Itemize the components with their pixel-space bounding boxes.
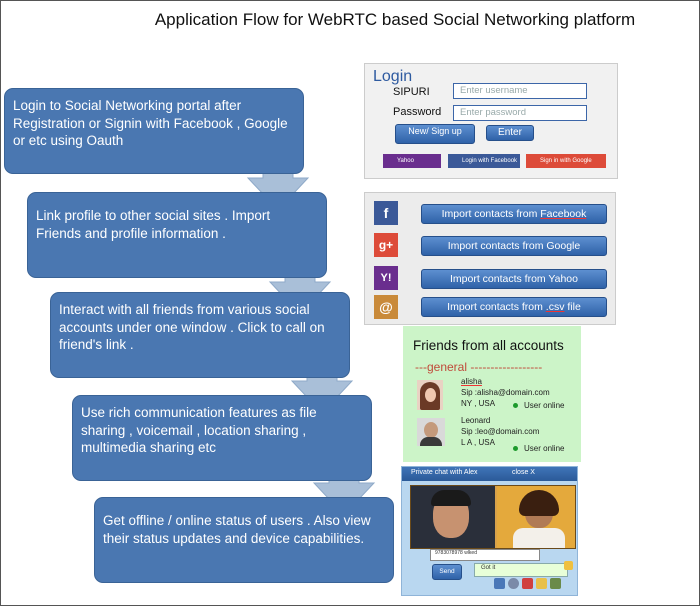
friend-sip: Sip :alisha@domain.com xyxy=(461,388,550,397)
friend-avatar-alisha[interactable] xyxy=(417,380,443,410)
friends-group-label: ---general ------------------ xyxy=(415,360,543,374)
friends-panel: Friends from all accounts ---general ---… xyxy=(403,326,581,462)
friend-status: User online xyxy=(524,444,565,453)
google-signin-label: Sign in with Google xyxy=(540,158,592,164)
google-signin-button[interactable]: Sign in with Google xyxy=(526,154,606,168)
chat-close-button[interactable]: close X xyxy=(512,469,535,476)
friend-sip: Sip :leo@domain.com xyxy=(461,427,540,436)
friend-status: User online xyxy=(524,401,565,410)
online-status-icon xyxy=(513,403,518,408)
flow-step-1: Login to Social Networking portal after … xyxy=(4,88,304,174)
chat-message: 9783078978 wlked xyxy=(435,550,477,556)
facebook-signin-label: Login with Facebook xyxy=(462,158,518,164)
yahoo-signin-button[interactable]: Yahoo xyxy=(383,154,441,168)
yahoo-icon: Y! xyxy=(374,266,398,290)
flow-step-3: Interact with all friends from various s… xyxy=(50,292,350,378)
import-csv-suffix: file xyxy=(564,301,581,313)
friend-name[interactable]: Leonard xyxy=(461,416,491,425)
import-yahoo-button[interactable]: Import contacts from Yahoo xyxy=(421,269,607,289)
login-heading: Login xyxy=(373,68,413,85)
chat-titlebar: Private chat with Alex close X xyxy=(402,467,577,481)
friend-avatar-leonard[interactable] xyxy=(417,418,445,446)
import-google-button[interactable]: Import contacts from Google xyxy=(421,236,607,256)
chat-title: Private chat with Alex xyxy=(411,469,478,476)
import-csv-button[interactable]: Import contacts from .csv file xyxy=(421,297,607,317)
username-input[interactable]: Enter username xyxy=(453,83,587,99)
chat-toolbar xyxy=(494,577,574,591)
flow-step-4: Use rich communication features as file … xyxy=(72,395,372,481)
import-csv-label: Import contacts from xyxy=(447,301,546,313)
password-label: Password xyxy=(393,106,442,118)
login-panel: Login SIPURI Enter username Password Ent… xyxy=(364,63,618,179)
signup-button[interactable]: New/ Sign up xyxy=(395,124,475,144)
friend-location: L A , USA xyxy=(461,438,495,447)
password-input[interactable]: Enter password xyxy=(453,105,587,121)
local-video xyxy=(497,486,575,548)
facebook-icon: f xyxy=(374,201,398,225)
voicemail-icon[interactable] xyxy=(522,578,533,589)
diagram-title: Application Flow for WebRTC based Social… xyxy=(154,10,636,29)
import-google-label: Import contacts from Google xyxy=(447,240,581,252)
friend-location: NY , USA xyxy=(461,399,496,408)
import-yahoo-label: Import contacts from Yahoo xyxy=(449,273,578,285)
friend-name[interactable]: alisha xyxy=(461,377,482,386)
online-status-icon xyxy=(513,446,518,451)
location-icon[interactable] xyxy=(536,578,547,589)
chat-message-box: 9783078978 wlked xyxy=(430,549,540,561)
import-csv-link: .csv xyxy=(545,301,565,313)
chat-input[interactable]: Got it xyxy=(474,563,568,577)
enter-button[interactable]: Enter xyxy=(486,125,534,141)
chat-input-text: Got it xyxy=(481,565,496,571)
flow-step-5: Get offline / online status of users . A… xyxy=(94,497,394,583)
share-file-icon[interactable] xyxy=(494,578,505,589)
private-chat-window: Private chat with Alex close X 978307897… xyxy=(401,466,578,596)
attach-icon[interactable] xyxy=(508,578,519,589)
video-panel xyxy=(410,485,576,549)
camera-icon[interactable] xyxy=(550,578,561,589)
import-facebook-label: Import contacts from xyxy=(441,208,541,220)
import-facebook-link: Facebook xyxy=(540,208,587,220)
yahoo-signin-label: Yahoo xyxy=(397,158,414,164)
sipuri-label: SIPURI xyxy=(393,86,430,98)
import-facebook-button[interactable]: Import contacts from Facebook xyxy=(421,204,607,224)
facebook-signin-button[interactable]: Login with Facebook xyxy=(448,154,520,168)
address-book-icon: @ xyxy=(374,295,398,319)
send-button[interactable]: Send xyxy=(432,564,462,580)
friends-heading: Friends from all accounts xyxy=(413,338,564,353)
remote-video xyxy=(411,486,495,548)
import-contacts-panel: f Import contacts from Facebook g+ Impor… xyxy=(364,192,616,325)
flow-step-2: Link profile to other social sites . Imp… xyxy=(27,192,327,278)
google-plus-icon: g+ xyxy=(374,233,398,257)
settings-icon[interactable] xyxy=(564,561,573,570)
